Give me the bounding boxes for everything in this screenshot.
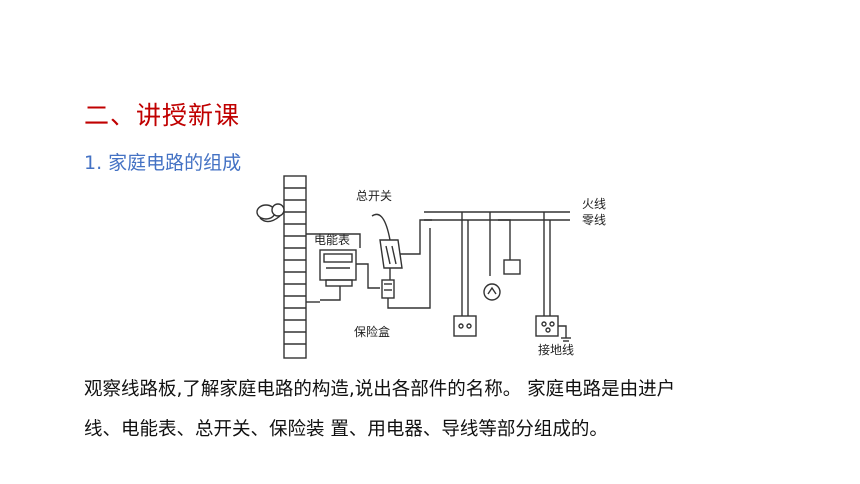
insulator-icon (256, 203, 285, 223)
brick-wall (283, 175, 307, 359)
meter-icon (319, 249, 357, 287)
fuse-box-icon (381, 279, 395, 299)
label-main-switch: 总开关 (356, 189, 392, 203)
paragraph-line-2: 线、电能表、总开关、保险装 置、用电器、导线等部分组成的。 (84, 419, 608, 440)
main-switch-icon (371, 213, 403, 269)
label-live-wire: 火线 (582, 197, 606, 211)
paragraph-line-1: 观察线路板,了解家庭电路的构造,说出各部件的名称。 家庭电路是由进户 (84, 379, 676, 400)
label-meter: 电能表 (314, 233, 350, 247)
subsection-heading: 1. 家庭电路的组成 (84, 152, 242, 174)
explanation-paragraph: 观察线路板,了解家庭电路的构造,说出各部件的名称。 家庭电路是由进户 线、电能表… (84, 370, 784, 450)
label-neutral-wire: 零线 (582, 213, 606, 227)
label-fuse-box: 保险盒 (354, 324, 390, 339)
section-heading: 二、讲授新课 (84, 101, 241, 130)
household-circuit-diagram: 总开关 电能表 保险盒 火线 零线 接地线 (250, 168, 620, 360)
label-ground-wire: 接地线 (538, 342, 574, 357)
